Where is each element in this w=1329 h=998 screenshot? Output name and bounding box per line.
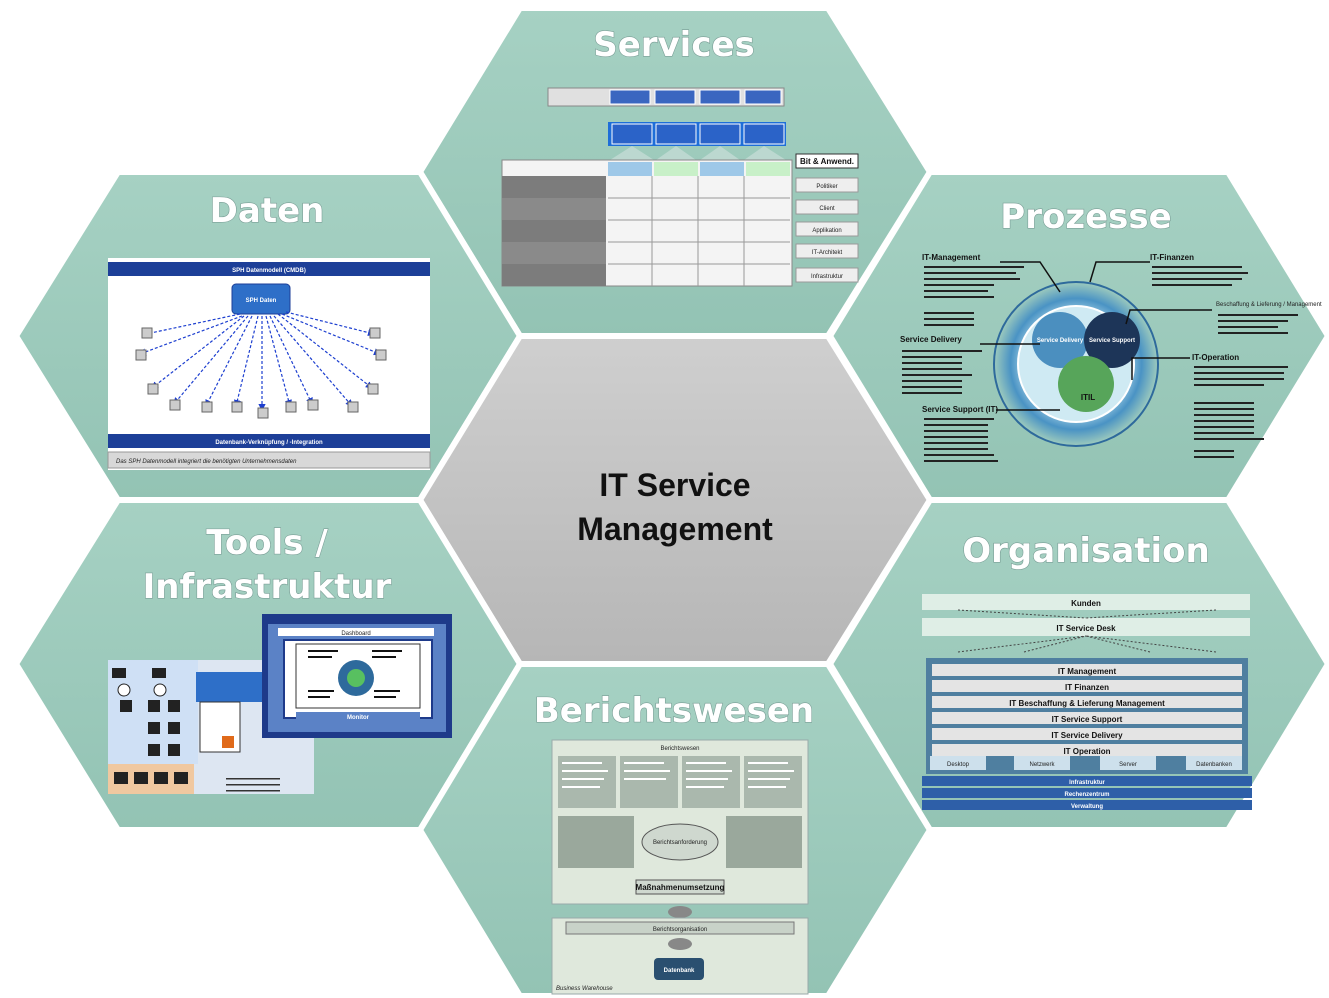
hex-tools-title-line2: Infrastruktur xyxy=(143,567,392,607)
org-label-11: Datenbanken xyxy=(1196,762,1232,768)
hex-organisation-title: Organisation xyxy=(962,531,1209,571)
hex-organisation: Organisation Kunden IT Service Desk IT M… xyxy=(826,497,1329,833)
prozesse-label-5: Service Support (IT) xyxy=(922,405,998,414)
org-label-7: IT Operation xyxy=(1063,747,1110,756)
hex-services-title: Services xyxy=(593,25,755,65)
daten-label-1: SPH Daten xyxy=(246,298,277,304)
org-label-0: Kunden xyxy=(1071,599,1101,608)
hex-berichtswesen-title: Berichtswesen xyxy=(534,691,814,731)
org-label-9: Netzwerk xyxy=(1029,762,1055,768)
services-thumbnail: Bit & Anwend. Politiker Client Applikati… xyxy=(501,87,859,287)
bericht-label-5: Business Warehouse xyxy=(556,986,613,992)
bericht-label-1: Berichtsanforderung xyxy=(653,840,707,846)
tools-thumbnail: Dashboard Monitor xyxy=(108,614,452,794)
org-label-4: IT Beschaffung & Lieferung Management xyxy=(1009,699,1165,708)
hex-berichtswesen: Berichtswesen Berichtswesen Berichtsanfo… xyxy=(416,661,934,998)
org-label-10: Server xyxy=(1119,762,1137,768)
services-label-0: Bit & Anwend. xyxy=(800,157,854,166)
prozesse-label-6: Service Delivery xyxy=(1037,338,1084,344)
hex-services: Services xyxy=(416,5,934,339)
hex-tools-title-line1: Tools / xyxy=(206,523,328,563)
tools-label-0: Dashboard xyxy=(341,631,370,637)
services-label-1: Politiker xyxy=(816,184,837,190)
center-title-line2: Management xyxy=(577,511,773,547)
bericht-label-0: Berichtswesen xyxy=(660,746,699,752)
prozesse-label-1: IT-Finanzen xyxy=(1150,253,1194,262)
hex-tools: Tools / Infrastruktur Dashboard xyxy=(12,497,524,833)
org-label-6: IT Service Delivery xyxy=(1051,731,1123,740)
hex-center: IT Service Management xyxy=(416,333,934,667)
berichtswesen-thumbnail: Berichtswesen Berichtsanforderung Maßnah… xyxy=(551,739,809,995)
organisation-thumbnail: Kunden IT Service Desk IT Management IT … xyxy=(922,594,1252,810)
prozesse-label-2: Beschaffung & Lieferung / Management xyxy=(1216,302,1322,308)
prozesse-thumbnail: Service Delivery Service Support ITIL IT… xyxy=(900,253,1322,462)
daten-thumbnail: SPH Datenmodell (CMDB) SPH Daten xyxy=(107,258,431,470)
daten-label-0: SPH Datenmodell (CMDB) xyxy=(232,268,306,274)
hex-prozesse: Prozesse Service Delivery Service Suppor… xyxy=(826,169,1329,503)
prozesse-label-8: ITIL xyxy=(1081,393,1095,402)
bericht-label-3: Berichtsorganisation xyxy=(653,927,707,933)
services-label-4: IT-Architekt xyxy=(812,250,843,256)
org-label-2: IT Management xyxy=(1058,667,1117,676)
daten-label-2: Datenbank-Verknüpfung / -Integration xyxy=(215,440,323,446)
prozesse-label-7: Service Support xyxy=(1089,338,1135,344)
org-label-3: IT Finanzen xyxy=(1065,683,1109,692)
prozesse-label-3: Service Delivery xyxy=(900,335,962,344)
prozesse-label-4: IT-Operation xyxy=(1192,353,1239,362)
hex-prozesse-title: Prozesse xyxy=(1000,197,1171,237)
tools-label-1: Monitor xyxy=(347,715,370,721)
hex-daten-title: Daten xyxy=(210,191,325,231)
services-label-5: Infrastruktur xyxy=(811,274,843,280)
bericht-label-2: Maßnahmenumsetzung xyxy=(636,883,725,892)
services-label-2: Client xyxy=(819,206,835,212)
org-label-13: Rechenzentrum xyxy=(1064,792,1109,798)
org-label-1: IT Service Desk xyxy=(1056,624,1116,633)
services-label-3: Applikation xyxy=(812,228,841,234)
prozesse-label-0: IT-Management xyxy=(922,253,981,262)
org-label-5: IT Service Support xyxy=(1052,715,1123,724)
org-label-14: Verwaltung xyxy=(1071,804,1103,810)
bericht-label-4: Datenbank xyxy=(664,968,695,974)
hex-daten: Daten SPH Datenmodell (CMDB) SPH Daten xyxy=(12,169,524,503)
org-label-12: Infrastruktur xyxy=(1069,780,1105,786)
center-title-line1: IT Service xyxy=(599,467,750,503)
org-label-8: Desktop xyxy=(947,762,970,768)
daten-label-3: Das SPH Datenmodell integriert die benöt… xyxy=(116,459,297,465)
